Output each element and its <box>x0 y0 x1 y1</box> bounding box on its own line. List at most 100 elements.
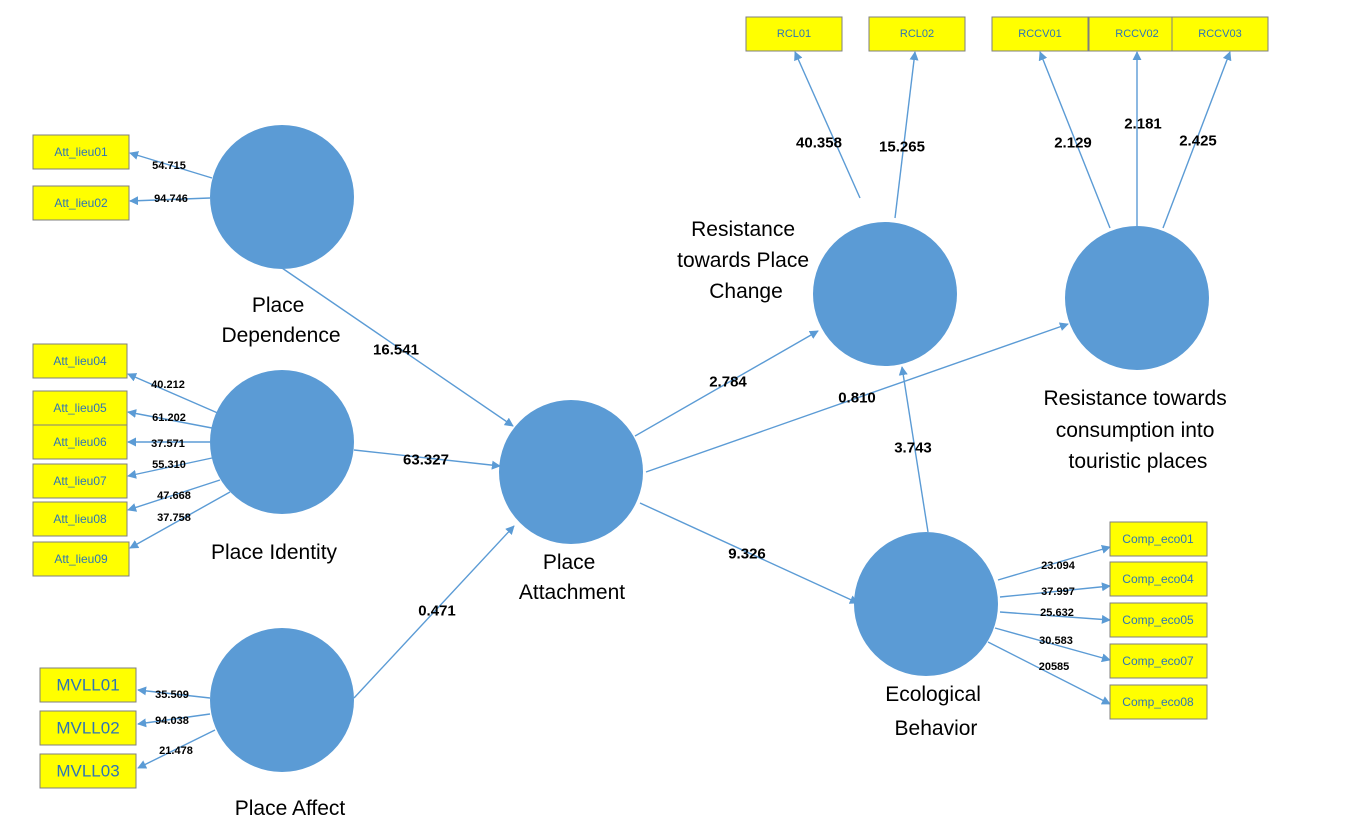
loading-comp-eco05: 25.632 <box>1040 607 1074 619</box>
constructs <box>210 125 1209 772</box>
indicator-att-lieu04[interactable]: Att_lieu04 <box>32 343 128 379</box>
indicator-mvll01[interactable]: MVLL01 <box>39 667 137 703</box>
loading-mvll01: 35.509 <box>155 689 189 701</box>
path-attachment-eco: 9.326 <box>728 546 766 563</box>
path-identity-attachment: 63.327 <box>403 452 449 469</box>
loading-labels: 54.715 94.746 40.212 61.202 37.571 55.31… <box>151 116 1217 758</box>
indicator-comp-eco04[interactable]: Comp_eco04 <box>1109 561 1208 597</box>
indicator-att-lieu01[interactable]: Att_lieu01 <box>32 134 130 170</box>
arrow-rcc-rccv01 <box>1038 51 1111 229</box>
path-attachment-rpc: 2.784 <box>709 374 747 391</box>
construct-label-resistance-place-change: Resistance towards Place Change <box>677 218 815 303</box>
arrow-identity-att-lieu05 <box>127 409 213 429</box>
arrow-attachment-rpc <box>634 330 819 437</box>
arrow-identity-att-lieu04 <box>127 373 221 415</box>
path-attachment-rcc: 0.810 <box>838 390 876 407</box>
indicator-label: RCL01 <box>777 28 811 40</box>
indicator-label: Comp_eco08 <box>1122 695 1194 709</box>
arrow-eco-comp-eco05 <box>999 611 1111 624</box>
indicator-label: Att_lieu08 <box>53 512 107 526</box>
arrow-identity-attachment <box>353 449 501 470</box>
loading-att-lieu08: 47.668 <box>157 490 191 502</box>
path-dependence-attachment: 16.541 <box>373 342 419 359</box>
indicator-label: RCL02 <box>900 28 934 40</box>
indicator-att-lieu05[interactable]: Att_lieu05 <box>32 390 128 426</box>
loading-rccv01: 2.129 <box>1054 135 1092 152</box>
indicator-label: MVLL01 <box>56 676 119 695</box>
construct-resistance-place-change[interactable] <box>813 222 957 366</box>
arrow-identity-att-lieu07 <box>127 457 213 479</box>
arrow-identity-att-lieu08 <box>127 479 221 512</box>
indicator-label: Att_lieu06 <box>53 435 107 449</box>
indicator-mvll03[interactable]: MVLL03 <box>39 753 137 789</box>
path-eco-rpc: 3.743 <box>894 440 932 457</box>
arrow-eco-comp-eco04 <box>999 582 1111 598</box>
arrow-eco-rpc <box>898 366 929 533</box>
path-affect-attachment: 0.471 <box>418 603 456 620</box>
indicator-label: Att_lieu01 <box>54 145 108 159</box>
indicator-att-lieu09[interactable]: Att_lieu09 <box>32 541 130 577</box>
loading-rccv02: 2.181 <box>1124 116 1162 133</box>
arrow-eco-comp-eco08 <box>987 641 1111 705</box>
construct-place-affect[interactable] <box>210 628 354 772</box>
indicator-comp-eco07[interactable]: Comp_eco07 <box>1109 643 1208 679</box>
indicator-label: RCCV03 <box>1198 28 1241 40</box>
indicator-label: MVLL03 <box>56 762 119 781</box>
indicator-rccv02[interactable]: RCCV02 <box>1088 16 1186 52</box>
arrow-affect-attachment <box>353 525 515 699</box>
indicator-rcl02[interactable]: RCL02 <box>868 16 966 52</box>
indicator-label: Att_lieu09 <box>54 552 108 566</box>
arrow-identity-att-lieu09 <box>129 491 231 549</box>
arrow-affect-mvll03 <box>137 729 216 769</box>
construct-place-identity[interactable] <box>210 370 354 514</box>
loading-mvll03: 21.478 <box>159 745 193 757</box>
loading-att-lieu04: 40.212 <box>151 379 185 391</box>
loading-att-lieu09: 37.758 <box>157 512 191 524</box>
construct-label-place-identity: Place Identity <box>211 541 338 564</box>
arrow-affect-mvll01 <box>137 686 211 699</box>
construct-resistance-consumption[interactable] <box>1065 226 1209 370</box>
arrow-rpc-rcl02 <box>894 51 919 219</box>
indicator-att-lieu07[interactable]: Att_lieu07 <box>32 463 128 499</box>
indicators: Att_lieu01 Att_lieu02 Att_lieu04 Att_lie… <box>32 16 1269 789</box>
loading-att-lieu05: 61.202 <box>152 412 186 424</box>
loading-rccv03: 2.425 <box>1179 133 1217 150</box>
indicator-comp-eco01[interactable]: Comp_eco01 <box>1109 521 1208 557</box>
indicator-label: Comp_eco07 <box>1122 654 1194 668</box>
indicator-att-lieu06[interactable]: Att_lieu06 <box>32 424 128 460</box>
indicator-rccv03[interactable]: RCCV03 <box>1171 16 1269 52</box>
loading-att-lieu01: 54.715 <box>152 160 186 172</box>
arrow-rcc-rccv03 <box>1162 51 1232 229</box>
indicator-label: Comp_eco05 <box>1122 613 1194 627</box>
construct-names: Place Dependence Place Identity Place Af… <box>211 218 1232 820</box>
indicator-label: RCCV01 <box>1018 28 1061 40</box>
construct-label-resistance-consumption: Resistance towards consumption into tour… <box>1043 387 1232 473</box>
loading-comp-eco07: 30.583 <box>1039 635 1073 647</box>
construct-ecological-behavior[interactable] <box>854 532 998 676</box>
construct-place-attachment[interactable] <box>499 400 643 544</box>
indicator-label: Comp_eco01 <box>1122 532 1194 546</box>
loading-comp-eco01: 23.094 <box>1041 560 1076 572</box>
loading-att-lieu02: 94.746 <box>154 193 188 205</box>
arrow-dependence-att-lieu02 <box>129 196 211 206</box>
indicator-comp-eco08[interactable]: Comp_eco08 <box>1109 684 1208 720</box>
loading-mvll02: 94.038 <box>155 715 189 727</box>
indicator-rcl01[interactable]: RCL01 <box>745 16 843 52</box>
indicator-label: Comp_eco04 <box>1122 572 1194 586</box>
indicator-att-lieu02[interactable]: Att_lieu02 <box>32 185 130 221</box>
indicator-att-lieu08[interactable]: Att_lieu08 <box>32 501 128 537</box>
loading-att-lieu06: 37.571 <box>151 438 185 450</box>
arrow-rpc-rcl01 <box>794 51 861 199</box>
construct-label-ecological-behavior: Ecological Behavior <box>885 683 987 740</box>
arrow-attachment-rcc <box>645 322 1069 473</box>
indicator-rccv01[interactable]: RCCV01 <box>991 16 1089 52</box>
indicator-label: MVLL02 <box>56 719 119 738</box>
loading-comp-eco08: 20585 <box>1039 661 1070 673</box>
indicator-label: Att_lieu04 <box>53 354 107 368</box>
arrow-dependence-attachment <box>281 267 514 427</box>
indicator-comp-eco05[interactable]: Comp_eco05 <box>1109 602 1208 638</box>
indicator-mvll02[interactable]: MVLL02 <box>39 710 137 746</box>
construct-place-dependence[interactable] <box>210 125 354 269</box>
arrow-eco-comp-eco07 <box>994 627 1111 663</box>
